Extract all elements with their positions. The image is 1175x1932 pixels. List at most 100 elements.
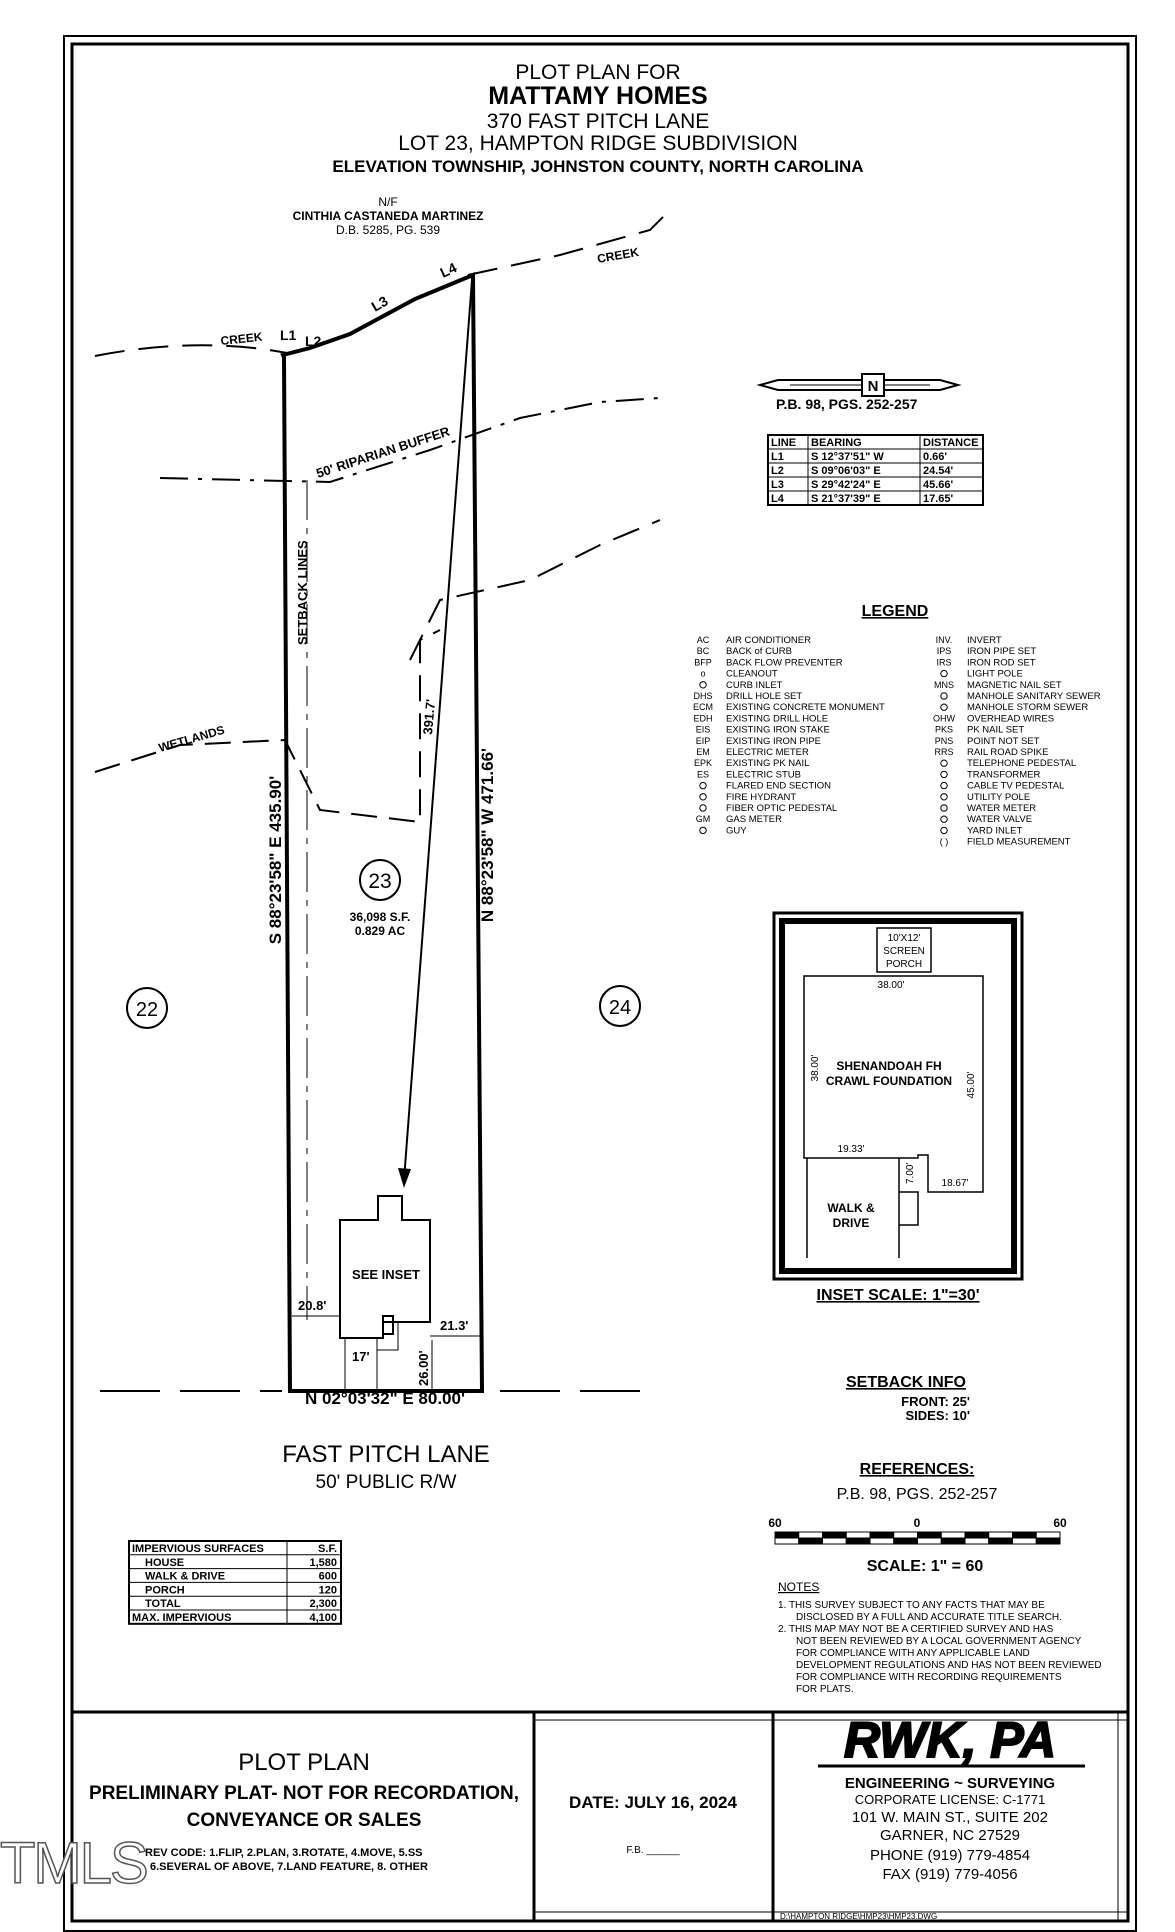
line-table-cell: S 12°37'51" W: [811, 451, 884, 463]
legend-symbol-icon: [940, 781, 948, 790]
legend-item: EXISTING IRON STAKE: [726, 725, 830, 736]
line-table-cell: L2: [771, 465, 784, 477]
impervious-label: PORCH: [145, 1584, 185, 1596]
notes-title: NOTES: [778, 1580, 819, 1594]
legend-item: ELECTRIC METER: [726, 747, 809, 758]
lot-24-marker: [599, 985, 641, 1027]
line-table-cell: S 21°37'39" E: [811, 493, 881, 505]
firm-license: CORPORATE LICENSE: C-1771: [855, 1792, 1045, 1807]
plan-title: PLOT PLAN FOR MATTAMY HOMES 370 FAST PIT…: [332, 61, 863, 176]
scale-segment: [1012, 1537, 1037, 1545]
legend-symbol-icon: [940, 826, 948, 835]
legend-item: IRON ROD SET: [967, 657, 1036, 668]
legend-symbol: OHW: [933, 713, 956, 723]
scale-right: 60: [1053, 1516, 1067, 1530]
legend-item: RAIL ROAD SPIKE: [967, 747, 1048, 758]
line-label-l1: L1: [280, 327, 297, 343]
inset-top-dim: 38.00': [878, 980, 905, 991]
legend-symbol-icon: [699, 826, 707, 835]
creek-label-left: CREEK: [220, 330, 264, 348]
scale-segment: [964, 1531, 990, 1539]
see-inset-label: SEE INSET: [352, 1267, 420, 1282]
legend-symbol: EPK: [694, 758, 712, 768]
scale-segment: [845, 1537, 871, 1545]
creek-line-left: [94, 344, 288, 357]
title-line4: LOT 23, HAMPTON RIDGE SUBDIVISION: [398, 132, 797, 155]
legend-item: BACK FLOW PREVENTER: [726, 657, 843, 668]
wetlands-label: WETLANDS: [157, 723, 226, 755]
west-line-bearing: S 88°23'58" E 435.90': [266, 776, 285, 945]
inset-dim-a: 19.33': [838, 1144, 865, 1155]
inset-house-model: SHENANDOAH FH: [836, 1059, 941, 1073]
inset-porch: [876, 927, 932, 973]
title-line2: MATTAMY HOMES: [488, 82, 707, 110]
line-table-cell: 17.65': [923, 493, 954, 505]
references-title: REFERENCES:: [860, 1461, 975, 1478]
scale-label: SCALE: 1" = 60: [867, 1558, 984, 1575]
firm-fax: FAX (919) 779-4056: [882, 1866, 1017, 1883]
east-line-bearing: N 88°23'58" W 471.66': [478, 748, 497, 922]
impervious-value: 4,100: [309, 1612, 337, 1624]
setback-lines-label: SETBACK LINES: [295, 540, 310, 645]
legend-item: CLEANOUT: [726, 669, 778, 680]
owner-name: CINTHIA CASTANEDA MARTINEZ: [293, 209, 484, 223]
legend-item: WATER METER: [967, 803, 1036, 814]
impervious-label: HOUSE: [145, 1557, 184, 1569]
scale-segment: [893, 1537, 918, 1545]
titleblock-rev-1: REV CODE: 1.FLIP, 2.PLAN, 3.ROTATE, 4.MO…: [145, 1847, 423, 1859]
note-line: NOT BEEN REVIEWED BY A LOCAL GOVERNMENT …: [796, 1636, 1082, 1647]
legend-symbol: ECM: [693, 702, 713, 712]
legend-item: EXISTING DRILL HOLE: [726, 713, 828, 724]
scale-segment: [845, 1531, 871, 1539]
legend-item: LIGHT POLE: [967, 669, 1023, 680]
legend-item: WATER VALVE: [967, 814, 1032, 825]
house-porch-notch: [382, 1315, 394, 1335]
scale-segment: [917, 1531, 942, 1539]
note-line: 1. THIS SURVEY SUBJECT TO ANY FACTS THAT…: [778, 1600, 1045, 1611]
legend-symbol-icon: [940, 669, 948, 678]
front-line-bearing: N 02°03'32" E 80.00': [305, 1389, 465, 1408]
legend-symbol: EIS: [696, 725, 711, 735]
legend-item: INVERT: [967, 635, 1002, 646]
legend-symbol-icon: [940, 815, 948, 823]
legend-symbol: PKS: [935, 725, 953, 735]
legend-symbol: RRS: [934, 747, 953, 757]
titleblock-prelim-2: CONVEYANCE OR SALES: [187, 1810, 422, 1831]
scale-segment: [869, 1531, 895, 1539]
legend-item: TRANSFORMER: [967, 769, 1041, 780]
scale-mid: 0: [914, 1516, 921, 1530]
legend-item: GUY: [726, 825, 747, 836]
scale-segment: [988, 1531, 1013, 1539]
scale-segment: [940, 1531, 966, 1539]
legend-symbol: ES: [697, 769, 709, 779]
lot-22-number: 22: [136, 999, 158, 1021]
inset-walk-label-2: DRIVE: [833, 1216, 870, 1230]
title-line3: 370 FAST PITCH LANE: [487, 110, 710, 133]
firm-address-1: 101 W. MAIN ST., SUITE 202: [852, 1809, 1048, 1826]
legend-item: MAGNETIC NAIL SET: [967, 680, 1062, 691]
scale-segment: [893, 1531, 918, 1539]
line-table-frame: [767, 434, 984, 506]
line-table-cell: 45.66': [923, 479, 954, 491]
line-table-cell: L1: [771, 451, 784, 463]
scale-segment: [774, 1531, 800, 1539]
legend-symbol-icon: [940, 793, 948, 801]
north-arrow-reference: P.B. 98, PGS. 252-257: [776, 396, 918, 412]
inset-right-dim: 45.00': [966, 1071, 977, 1098]
legend-symbol-icon: [940, 703, 948, 711]
dim-right: 21.3': [440, 1318, 468, 1333]
legend-item: ELECTRIC STUB: [726, 769, 801, 780]
legend-item: FIBER OPTIC PEDESTAL: [726, 803, 837, 814]
road-name: FAST PITCH LANE: [282, 1441, 490, 1468]
scale-segment: [798, 1537, 823, 1545]
driveway-outline: [344, 1322, 399, 1391]
owner-label: N/F CINTHIA CASTANEDA MARTINEZ D.B. 5285…: [293, 195, 484, 237]
legend-title: LEGEND: [862, 603, 929, 620]
scale-segment: [822, 1531, 847, 1539]
setback-sides: SIDES: 10': [905, 1408, 970, 1423]
porch-type-2: PORCH: [886, 959, 922, 970]
titleblock-date: DATE: JULY 16, 2024: [569, 1793, 737, 1812]
lot-area-ac: 0.829 AC: [355, 924, 406, 938]
